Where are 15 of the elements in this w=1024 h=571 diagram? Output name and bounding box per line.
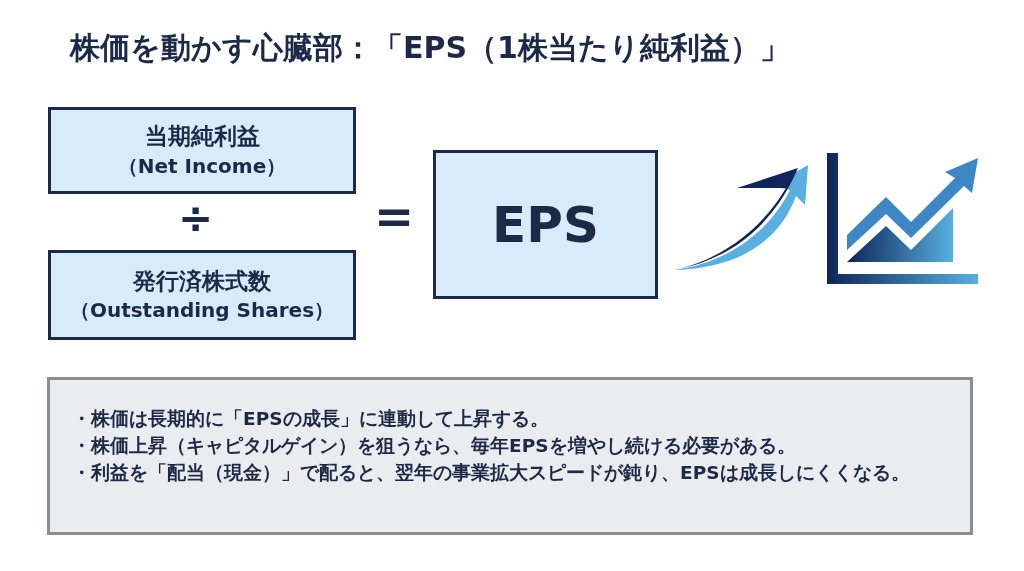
equals-sign: =	[374, 192, 415, 240]
bullet-text: ・株価上昇（キャピタルゲイン）を狙うなら、毎年EPSを増やし続ける必要がある。	[72, 433, 797, 458]
bullet-text: ・利益を「配当（現金）」で配ると、翌年の事業拡大スピードが鈍り、EPSは成長しにくくなる。	[72, 460, 911, 485]
formula-term: 発行済株式数	[133, 266, 271, 296]
title: 株価を動かす心臓部：「EPS（1株当たり純利益）」	[70, 29, 790, 67]
formula-term: 当期純利益	[144, 122, 260, 152]
formula-text: EPS	[492, 195, 599, 254]
notes-panel	[47, 377, 973, 535]
division-sign: ÷	[178, 198, 214, 240]
bullet-text: ・株価は長期的に「EPSの成長」に連動して上昇する。	[72, 407, 550, 431]
formula-box	[48, 250, 356, 340]
formula-term-english: （Outstanding Shares）	[69, 297, 335, 324]
formula-box	[433, 150, 658, 299]
formula-box	[48, 107, 356, 194]
formula-term-english: （Net Income）	[117, 152, 287, 180]
